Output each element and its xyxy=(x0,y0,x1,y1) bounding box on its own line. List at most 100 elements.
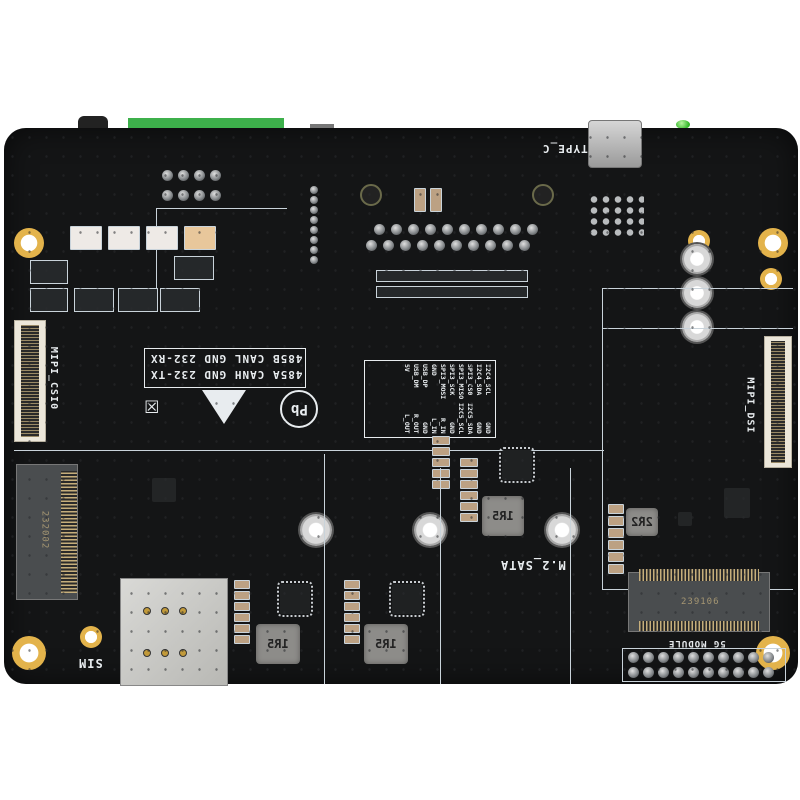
connector-code: 239106 xyxy=(681,597,720,607)
sim-contact xyxy=(143,607,151,615)
resistor-column xyxy=(432,436,450,489)
resistor-column xyxy=(460,458,478,522)
sim-label: SIM xyxy=(78,656,103,670)
mounting-hole-top-right xyxy=(758,228,788,258)
standoff xyxy=(546,514,578,546)
ic-chip xyxy=(678,512,692,526)
white-capacitor xyxy=(184,226,216,250)
fine-pitch-pads xyxy=(310,186,318,264)
small-hole xyxy=(760,268,782,290)
diode xyxy=(160,288,200,312)
standoff xyxy=(682,244,712,274)
ic-chip xyxy=(152,478,176,502)
capacitor xyxy=(430,188,442,212)
mounting-hole-bottom-right xyxy=(756,636,790,670)
sim-contact xyxy=(161,649,169,657)
weee-crossed-bin-icon: ☒ xyxy=(144,390,161,420)
mipi-dsi-label: MIPI_DSI xyxy=(744,377,756,434)
bottom-header-pins xyxy=(628,667,774,678)
diode xyxy=(174,256,214,280)
sim-contact xyxy=(161,607,169,615)
inductor-1r5: 1R5 xyxy=(482,496,524,536)
pin-table-box xyxy=(364,360,496,438)
inductor-2r2: 2R2 xyxy=(626,508,658,536)
connector-code: 232002 xyxy=(39,510,50,550)
sim-contact xyxy=(179,649,187,657)
status-led xyxy=(676,120,690,129)
header-outline xyxy=(622,648,786,682)
mounting-hole-bottom-left xyxy=(12,636,46,670)
standoff xyxy=(414,514,446,546)
silk-line xyxy=(570,468,571,684)
pins xyxy=(61,471,77,593)
white-capacitor xyxy=(108,226,140,250)
resistor-column xyxy=(234,580,250,644)
standoff xyxy=(682,312,712,342)
usb-type-c-port xyxy=(588,120,642,168)
via-grid xyxy=(588,194,644,238)
diode xyxy=(30,288,68,312)
standoff xyxy=(682,278,712,308)
gpio-outline xyxy=(156,208,287,309)
through-hole-row xyxy=(366,240,530,251)
screw-hole xyxy=(360,184,382,206)
pins xyxy=(639,621,759,631)
ic-chip xyxy=(724,488,750,518)
white-capacitor xyxy=(70,226,102,250)
pb-text: Pb xyxy=(290,401,308,417)
header-pins xyxy=(162,190,221,201)
small-hole xyxy=(80,626,102,648)
recycling-triangle-icon xyxy=(202,390,246,424)
bottom-header-pins xyxy=(628,652,774,663)
sim-card-slot xyxy=(120,578,228,686)
sim-contact xyxy=(179,607,187,615)
type-c-label: TYPE_C xyxy=(542,142,588,155)
resistor-array xyxy=(376,270,528,282)
serial-label-box xyxy=(144,348,306,388)
diode xyxy=(74,288,114,312)
white-capacitor xyxy=(146,226,178,250)
mipi-csi0-connector xyxy=(14,320,46,442)
resistor-array xyxy=(376,286,528,298)
silk-line xyxy=(324,454,325,684)
inductor-1r5: 1R5 xyxy=(256,624,300,664)
qfn-ic xyxy=(389,581,425,617)
no-lead-pb-icon: Pb xyxy=(280,390,318,428)
m2-5g-connector: 239106 xyxy=(628,569,770,632)
capacitor xyxy=(414,188,426,212)
pins xyxy=(639,569,759,581)
mounting-hole-top-left xyxy=(14,228,44,258)
qfn-ic xyxy=(499,447,535,483)
upper-right-outline xyxy=(602,288,793,329)
header-pins xyxy=(162,170,221,181)
diode xyxy=(118,288,158,312)
m2-sata-label: M.2_SATA xyxy=(500,558,566,572)
silk-line xyxy=(440,468,441,684)
silk-line xyxy=(602,408,603,588)
resistor-column xyxy=(608,504,624,574)
sata-region-outline xyxy=(14,450,604,452)
qfn-ic xyxy=(277,581,313,617)
m2-sata-connector: 232002 xyxy=(16,464,78,600)
mipi-dsi-connector xyxy=(764,336,792,468)
mipi-csi0-label: MIPI_CSI0 xyxy=(48,346,60,411)
pcb-board: TYPE_C MIPI_CSI0 485B CANL GND 232-RX 48… xyxy=(4,120,798,686)
diode xyxy=(30,260,68,284)
standoff xyxy=(300,514,332,546)
inductor-1r5: 1R5 xyxy=(364,624,408,664)
through-hole-row xyxy=(374,224,538,235)
5g-module-label: 5G MODULE xyxy=(668,638,726,648)
serial-label-row1: 485B CANL GND 232-RX xyxy=(150,352,303,365)
resistor-column xyxy=(344,580,360,644)
screw-hole xyxy=(532,184,554,206)
